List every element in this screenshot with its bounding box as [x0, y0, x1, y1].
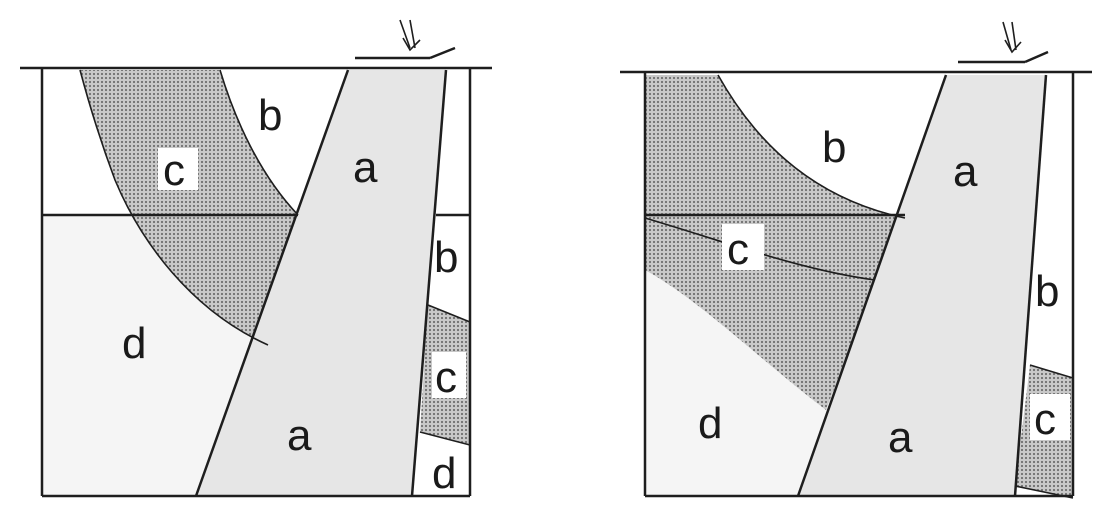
label-a-lower-left: a [287, 411, 312, 460]
arrow-down-icon [355, 19, 456, 60]
label-d-right-left-panel: d [432, 449, 456, 498]
label-d-left-right-panel: d [698, 399, 722, 448]
arrow-down-icon [958, 21, 1049, 64]
label-d-left: d [122, 319, 146, 368]
panel-left: a a b c d b c d [20, 19, 492, 498]
label-c-right-left-panel: c [435, 353, 457, 402]
label-b-right-right-panel: b [1035, 267, 1059, 316]
layer-c-lower-right [645, 218, 875, 410]
label-b-left: b [258, 91, 282, 140]
label-a-upper-left: a [353, 143, 378, 192]
label-b-left-right-panel: b [822, 123, 846, 172]
block-a-left [196, 70, 446, 496]
label-c-left: c [163, 146, 185, 195]
layer-c-upper-right [645, 75, 905, 280]
panel-right: a a b c d b c [620, 21, 1092, 499]
label-a-lower-right: a [888, 413, 913, 462]
layer-c-left [80, 70, 298, 345]
label-b-right-left-panel: b [434, 233, 458, 282]
label-c-left-right-panel: c [727, 225, 749, 274]
block-a-right [798, 75, 1046, 496]
label-c-right-right-panel: c [1034, 395, 1056, 444]
label-a-upper-right: a [953, 147, 978, 196]
